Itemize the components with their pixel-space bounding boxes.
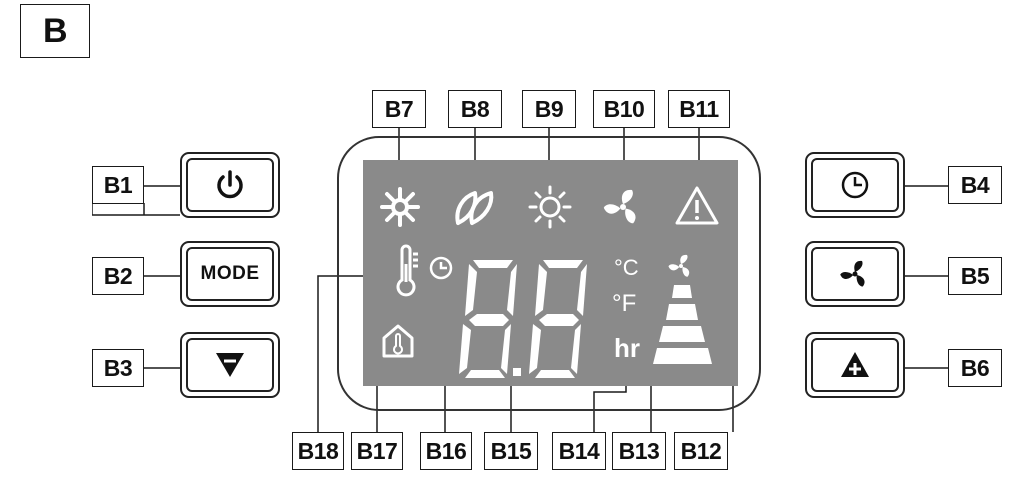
fahrenheit-unit: °F	[612, 290, 637, 317]
fan-mode-icon	[603, 189, 636, 224]
seven-segment-digits	[459, 260, 587, 378]
clock-icon	[429, 256, 453, 280]
label-b5: B5	[948, 257, 1002, 295]
timer-button[interactable]	[805, 152, 905, 218]
label-b13: B13	[612, 432, 666, 470]
mode-icon: MODE	[200, 263, 260, 284]
celsius-unit: °C	[614, 255, 639, 280]
diagram-title: B	[20, 4, 90, 58]
hours-unit: hr	[614, 333, 640, 363]
label-b10: B10	[593, 90, 655, 128]
label-b12: B12	[674, 432, 728, 470]
down-button[interactable]	[180, 332, 280, 398]
sun-icon	[528, 185, 572, 229]
timer-icon	[841, 171, 869, 199]
label-b7: B7	[372, 90, 426, 128]
label-b18: B18	[292, 432, 344, 470]
label-b16: B16	[420, 432, 472, 470]
up-button[interactable]	[805, 332, 905, 398]
fan-icon	[840, 260, 865, 287]
label-b1-bracket	[92, 203, 180, 216]
label-b15: B15	[484, 432, 538, 470]
label-b4: B4	[948, 166, 1002, 204]
lcd-icons	[380, 185, 719, 378]
display-bezel	[337, 136, 761, 411]
label-b1: B1	[92, 166, 144, 204]
label-b3: B3	[92, 349, 144, 387]
power-icon	[217, 170, 243, 199]
home-thermometer-icon	[382, 324, 414, 358]
label-b17: B17	[351, 432, 403, 470]
mode-button[interactable]: MODE	[180, 241, 280, 307]
label-b14: B14	[552, 432, 606, 470]
fan-button[interactable]	[805, 241, 905, 307]
label-b6: B6	[948, 349, 1002, 387]
down-icon	[216, 353, 244, 377]
fan-speed-fan-icon	[668, 254, 690, 277]
warning-icon	[675, 186, 719, 225]
label-b8: B8	[448, 90, 502, 128]
power-button[interactable]	[180, 152, 280, 218]
fan-speed-icon	[653, 285, 712, 364]
label-b9: B9	[522, 90, 576, 128]
snowflake-icon	[380, 187, 420, 227]
up-icon	[841, 352, 869, 377]
label-b11: B11	[668, 90, 730, 128]
thermometer-icon	[396, 244, 418, 297]
dry-icon	[455, 191, 494, 225]
label-b2: B2	[92, 257, 144, 295]
